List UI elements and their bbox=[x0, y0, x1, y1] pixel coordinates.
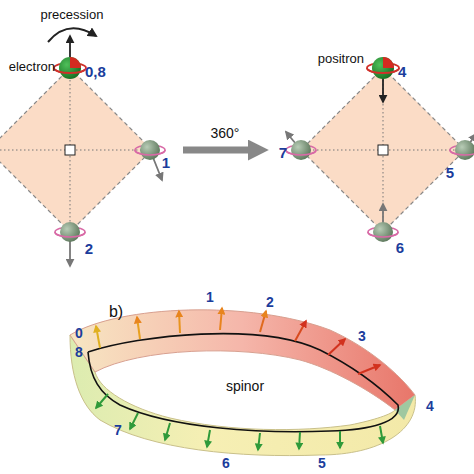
sphere-wedge bbox=[70, 57, 81, 68]
left-diamond bbox=[0, 68, 152, 232]
sphere bbox=[455, 140, 474, 160]
spinor-arrow bbox=[380, 426, 383, 443]
callout-number: 6 bbox=[222, 456, 230, 470]
particle-name: electron bbox=[9, 60, 55, 73]
precession-ring bbox=[367, 68, 399, 73]
spinor-arrow bbox=[258, 433, 260, 450]
callout-number: 2 bbox=[266, 295, 274, 309]
callout-number: 2 bbox=[85, 241, 93, 256]
callout-number: 4 bbox=[398, 64, 406, 79]
spinor-arrow bbox=[137, 317, 140, 339]
callout-number: 8 bbox=[75, 345, 83, 359]
callout-number: 1 bbox=[162, 155, 170, 170]
axis-line bbox=[0, 150, 152, 151]
particle-name: positron bbox=[318, 52, 364, 65]
precession-ring bbox=[286, 150, 316, 155]
diamond-shape bbox=[0, 68, 152, 232]
spinor-arrow bbox=[260, 311, 266, 332]
center-square bbox=[65, 145, 75, 155]
precession-arrow bbox=[48, 28, 96, 42]
callout-number: 7 bbox=[114, 423, 122, 437]
sphere bbox=[60, 222, 80, 242]
strip-label: spinor bbox=[226, 379, 264, 393]
callout-number: 3 bbox=[358, 329, 366, 343]
spinor-arrow bbox=[339, 431, 341, 448]
mobius-strip bbox=[70, 308, 415, 456]
callout-number: 1 bbox=[206, 290, 214, 304]
electron-sphere bbox=[54, 57, 86, 79]
right-diamond bbox=[301, 68, 474, 232]
spinor-arrow bbox=[96, 394, 108, 408]
rotation-label: 360° bbox=[211, 126, 240, 140]
precession-ring bbox=[450, 150, 474, 155]
rotation-arrow bbox=[183, 147, 252, 154]
precession-ring bbox=[135, 150, 165, 155]
sphere-group bbox=[55, 140, 474, 242]
callout-number: 0,8 bbox=[85, 64, 106, 79]
spin-arrows bbox=[70, 36, 474, 266]
callout-number: 0 bbox=[75, 326, 83, 340]
strip-upper-band bbox=[70, 310, 415, 410]
sphere bbox=[372, 57, 394, 79]
spin-arrow bbox=[69, 36, 71, 57]
sphere bbox=[291, 140, 311, 160]
spinor-arrow bbox=[207, 430, 210, 447]
precession-ring bbox=[54, 68, 86, 73]
spinor-arrow bbox=[295, 321, 306, 341]
callout-number: 4 bbox=[426, 399, 434, 413]
spinor-arrow bbox=[165, 423, 170, 440]
callout-number: 5 bbox=[446, 165, 454, 180]
spinor-arrow bbox=[299, 432, 300, 449]
spinor-arrow bbox=[328, 339, 345, 355]
annotation-text: precession bbox=[41, 8, 104, 21]
positron-sphere bbox=[367, 57, 399, 79]
callout-number: 5 bbox=[318, 456, 326, 470]
sphere-wedge bbox=[383, 57, 394, 68]
sphere bbox=[373, 222, 393, 242]
panel-label: b) bbox=[109, 304, 123, 320]
spinor-arrow bbox=[96, 326, 100, 348]
callout-number: 6 bbox=[396, 240, 404, 255]
spinor-arrow bbox=[130, 413, 138, 429]
precession-ring bbox=[55, 232, 85, 237]
strip-centerline bbox=[88, 334, 398, 432]
spinor-arrow bbox=[179, 311, 180, 333]
callout-number: 7 bbox=[279, 145, 287, 160]
spinor-arrow bbox=[358, 365, 380, 374]
precession-ring bbox=[368, 232, 398, 237]
spinor-arrow bbox=[220, 308, 222, 330]
sphere bbox=[59, 57, 81, 79]
center-square bbox=[378, 145, 388, 155]
sphere bbox=[140, 140, 160, 160]
